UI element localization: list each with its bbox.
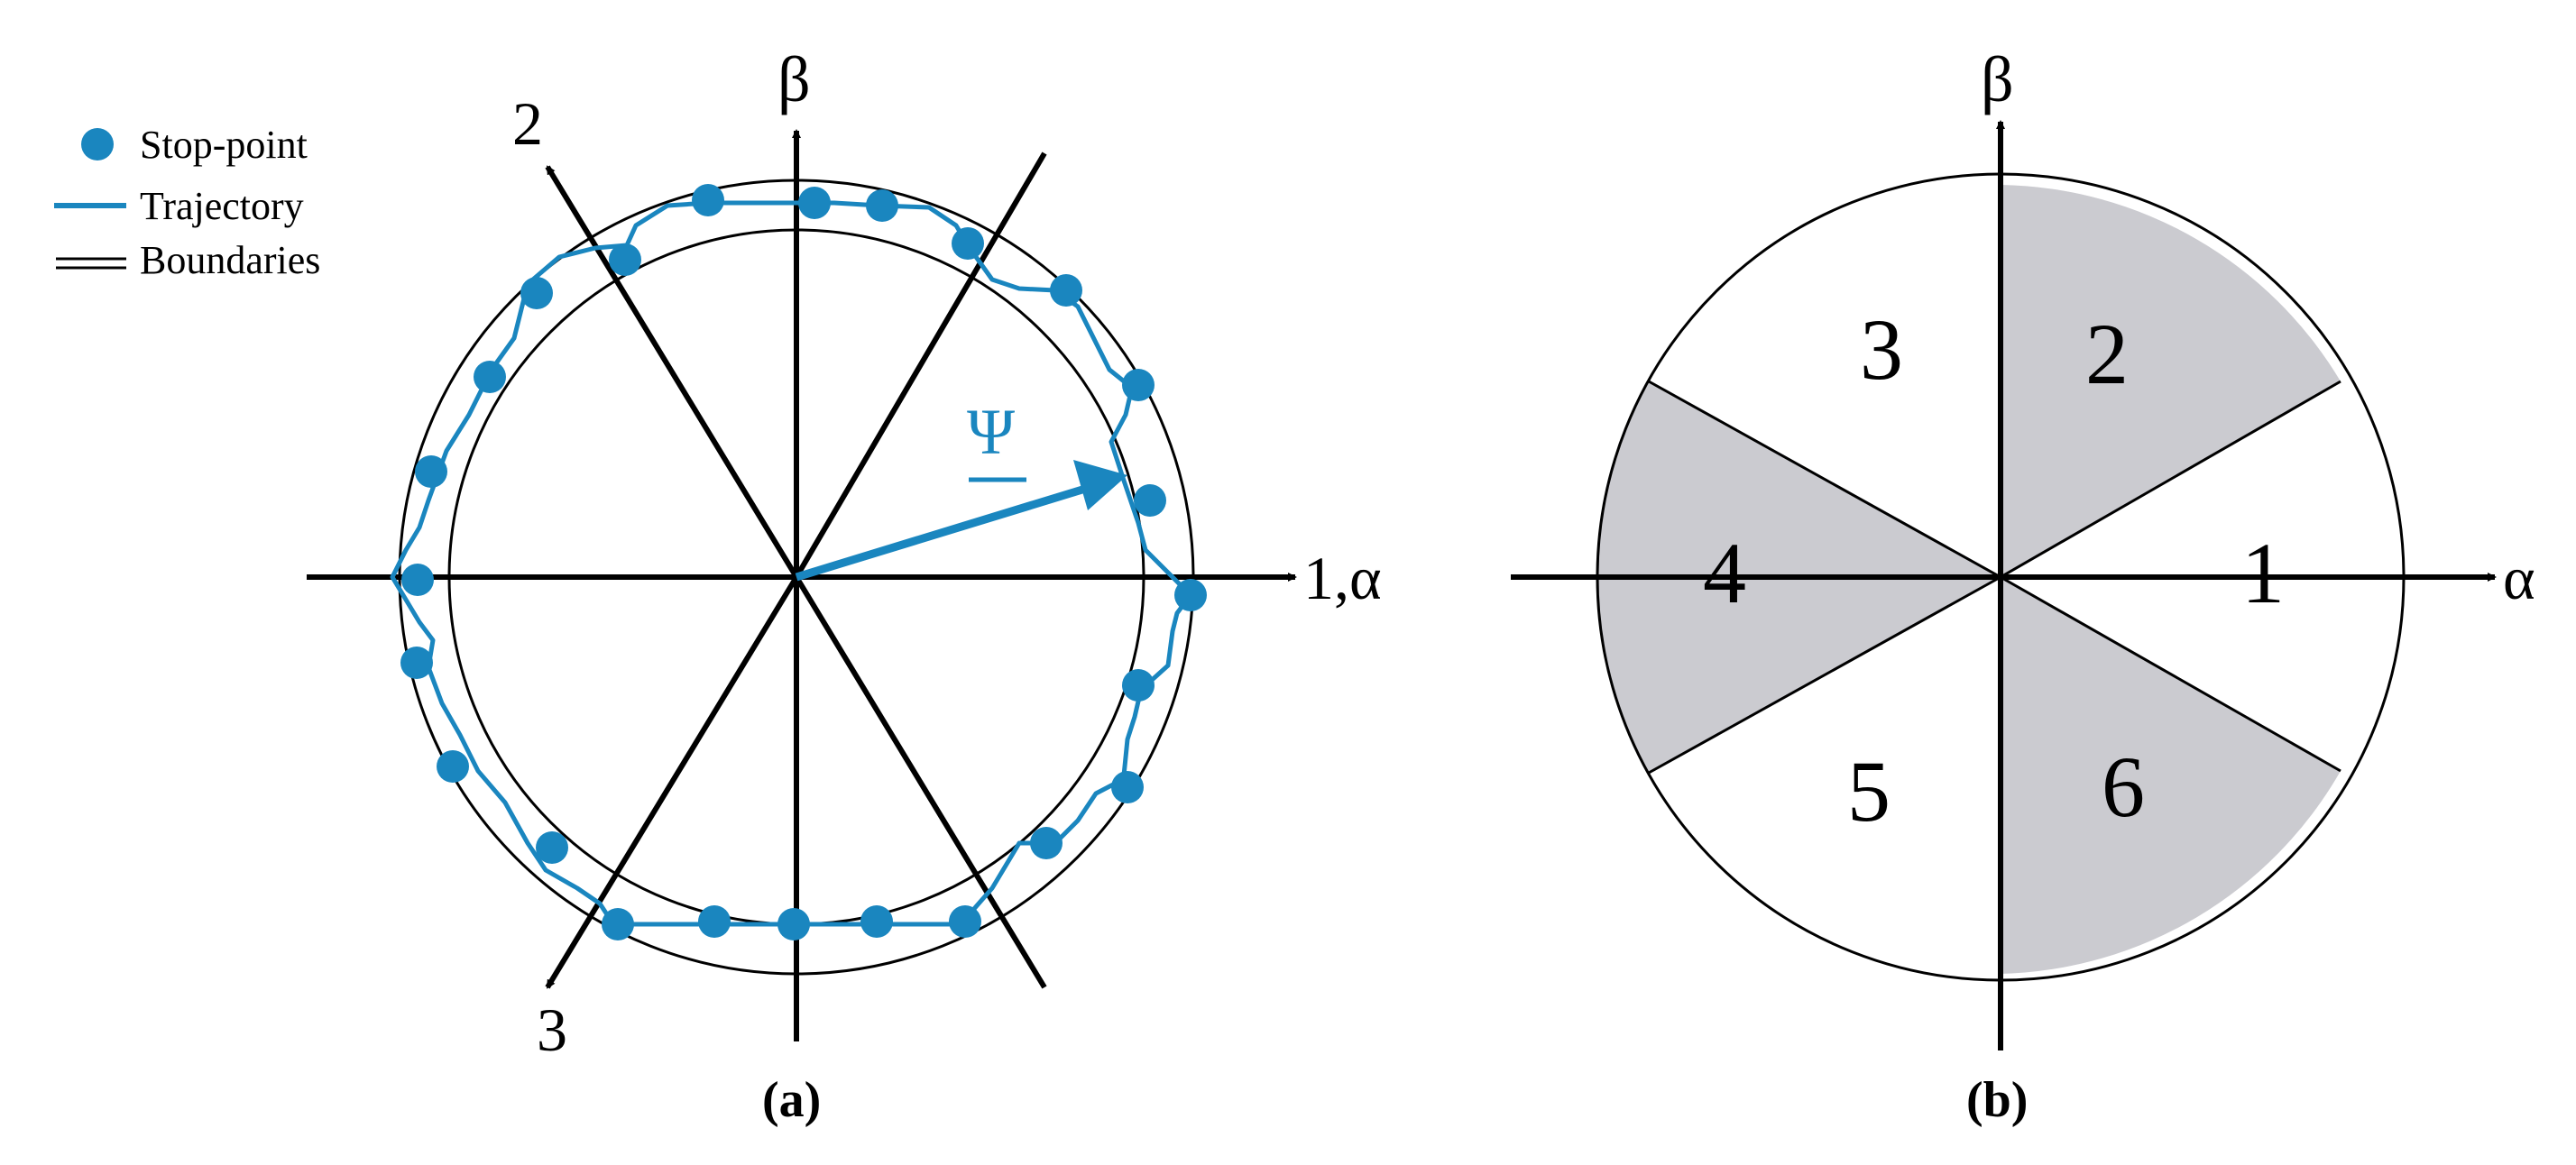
stop-point — [1122, 369, 1155, 401]
stop-point-legend-label: Stop-point — [140, 123, 308, 167]
sector-label-5: 5 — [1847, 743, 1891, 839]
stop-points — [400, 184, 1207, 940]
panel-b-caption: (b) — [1966, 1072, 2028, 1128]
axis-3-label: 3 — [537, 995, 567, 1064]
stop-point — [401, 564, 434, 596]
sector-2-fill — [2001, 185, 2341, 577]
stop-point — [1174, 579, 1207, 611]
stop-point — [866, 189, 898, 222]
sector-label-1: 1 — [2241, 525, 2285, 621]
stop-point — [1050, 274, 1082, 307]
trajectory-line — [390, 200, 1192, 927]
stop-point — [520, 277, 553, 309]
stop-point — [437, 750, 469, 783]
stop-point — [415, 455, 447, 488]
sector-6-fill — [2001, 577, 2341, 974]
stop-point — [1122, 669, 1155, 702]
stop-point — [609, 243, 641, 276]
flux-vector-arrowhead — [1073, 460, 1127, 510]
stop-point — [798, 187, 831, 219]
sector-label-2: 2 — [2085, 306, 2129, 402]
beta-axis-label: β — [777, 43, 811, 115]
panel-a-caption: (a) — [762, 1072, 821, 1128]
stop-point — [1111, 771, 1144, 803]
stop-point — [1134, 484, 1166, 517]
trajectory-legend-label: Trajectory — [140, 184, 304, 228]
sector-label-6: 6 — [2102, 738, 2145, 835]
alpha-axis-label: α — [2503, 544, 2535, 612]
stop-point — [860, 905, 893, 938]
sector-divider-210 — [1648, 575, 2001, 775]
stop-point — [777, 908, 810, 940]
axis-2-label: 2 — [512, 89, 543, 158]
boundaries-legend-label: Boundaries — [140, 238, 320, 282]
phase-2-axis — [545, 165, 799, 579]
sector-divider-30 — [2000, 380, 2341, 579]
stop-point — [602, 908, 634, 940]
legend: Stop-point Trajectory Boundaries — [54, 123, 320, 282]
phase-3-axis-extension — [794, 151, 1047, 579]
stop-point-legend-icon — [81, 128, 114, 161]
sector-divider-150 — [1648, 380, 2001, 579]
stop-point — [952, 227, 984, 260]
alpha-axis-label: 1,α — [1303, 544, 1382, 612]
stop-point — [1030, 827, 1063, 859]
panel-b: 1 2 3 4 5 6 β α (b) — [1511, 43, 2535, 1128]
stop-point — [949, 905, 981, 938]
flux-vector-label: Ψ — [967, 396, 1015, 468]
stop-point — [698, 905, 731, 938]
beta-axis-label: β — [1981, 43, 2014, 115]
phase-2-axis-extension — [794, 575, 1047, 989]
stop-point — [692, 184, 724, 216]
phase-3-axis — [545, 575, 799, 989]
sector-label-3: 3 — [1860, 301, 1903, 398]
sector-divider-330 — [2000, 575, 2341, 773]
panel-a: Ψ β 1,α 2 3 (a) — [307, 43, 1382, 1128]
stop-point — [474, 361, 506, 393]
stop-point — [536, 831, 568, 864]
flux-vector-arrow — [795, 485, 1084, 582]
stop-point — [400, 647, 433, 679]
sector-label-4: 4 — [1703, 525, 1746, 621]
